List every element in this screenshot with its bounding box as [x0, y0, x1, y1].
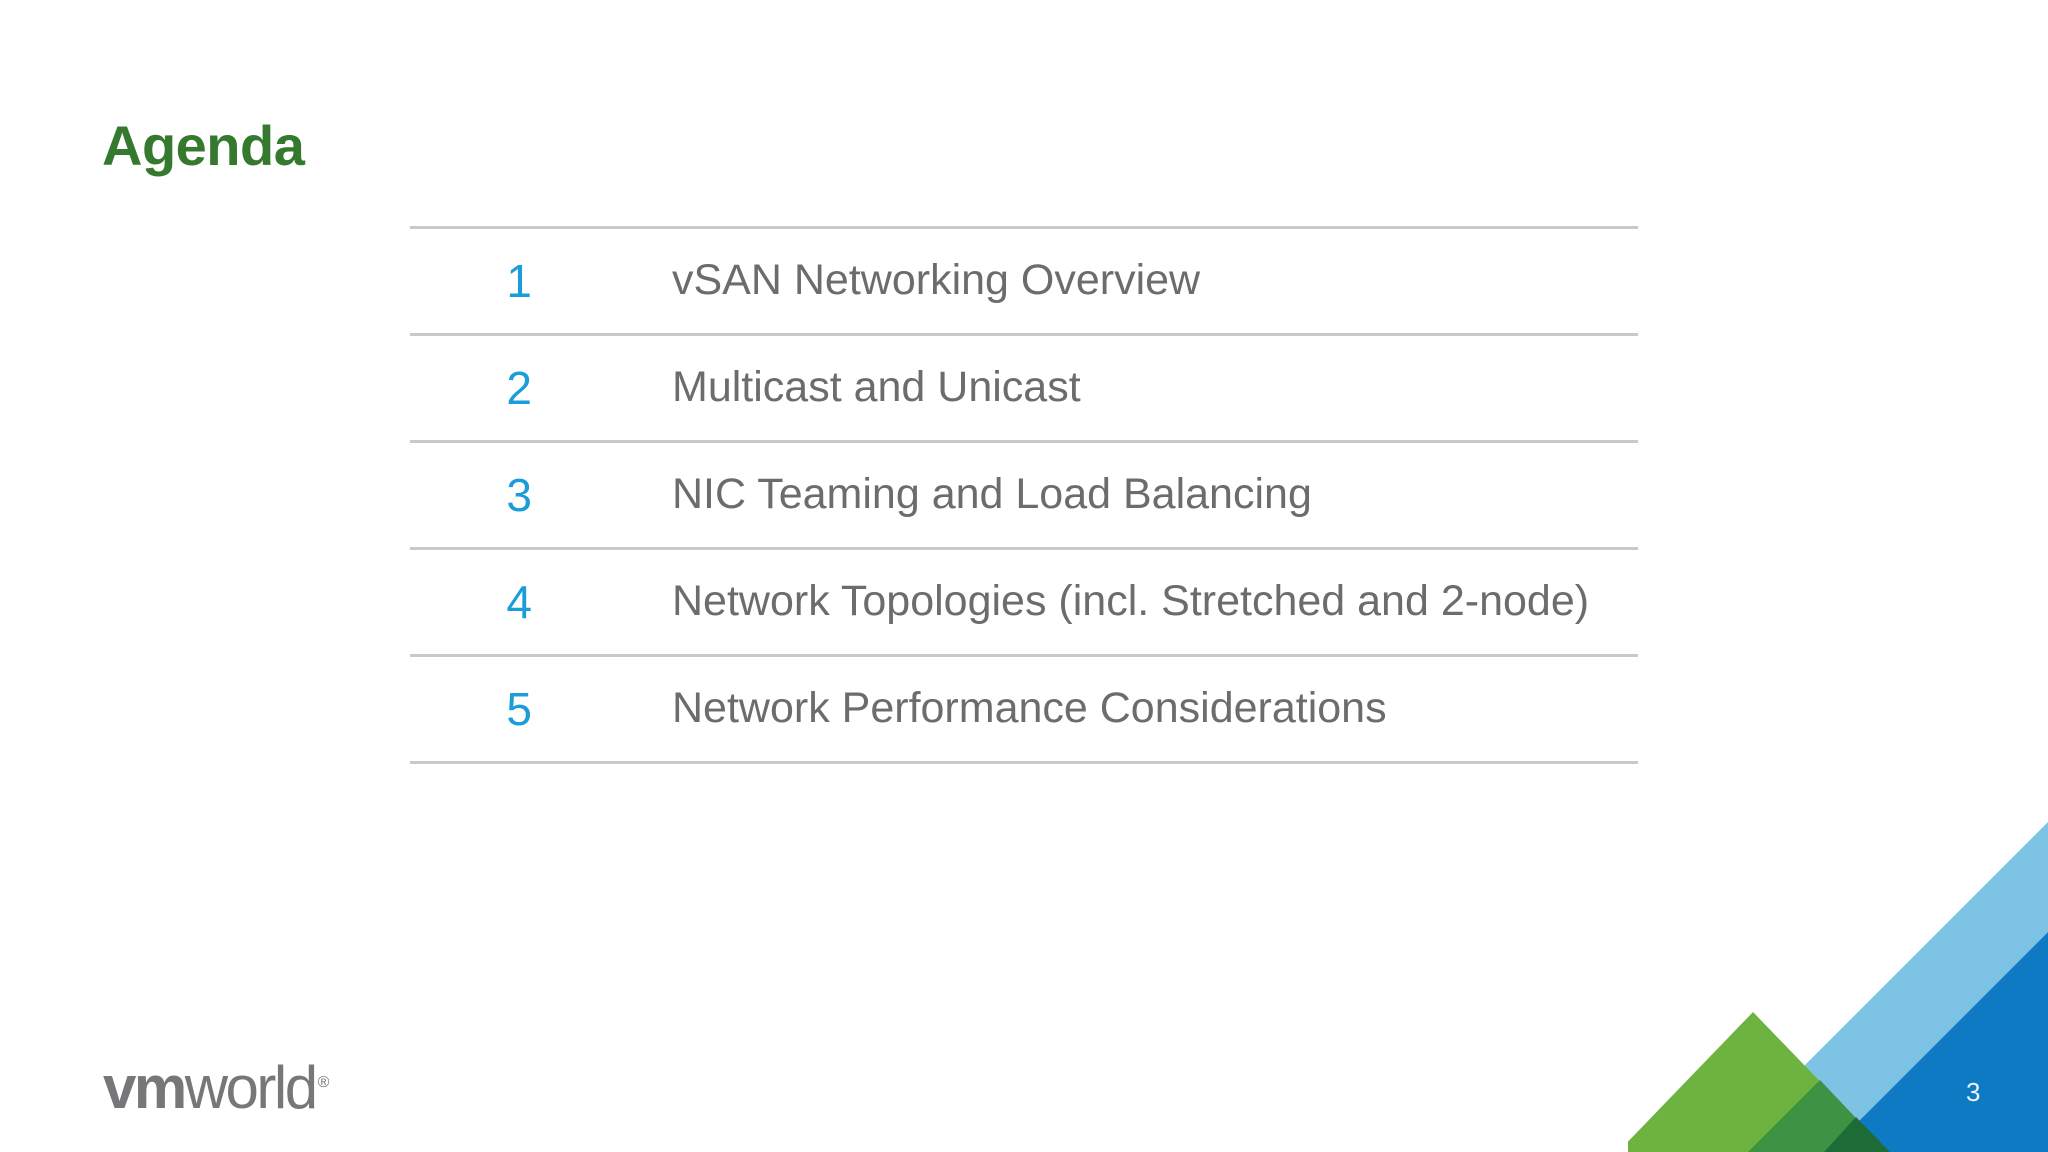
vmworld-logo-world: world [184, 1054, 318, 1121]
agenda-list: 1 vSAN Networking Overview 2 Multicast a… [410, 226, 1638, 764]
registered-trademark-icon: ® [317, 1074, 330, 1091]
agenda-divider [410, 654, 1638, 657]
agenda-item-1[interactable]: 1 vSAN Networking Overview [410, 229, 1638, 333]
agenda-item-number: 3 [506, 469, 532, 521]
page-title: Agenda [102, 114, 305, 177]
agenda-item-label: NIC Teaming and Load Balancing [672, 470, 1312, 519]
agenda-item-label: Network Topologies (incl. Stretched and … [672, 577, 1590, 626]
agenda-item-label: Network Performance Considerations [672, 684, 1387, 733]
agenda-item-label: vSAN Networking Overview [672, 256, 1201, 305]
agenda-item-number: 1 [506, 255, 532, 307]
agenda-item-label: Multicast and Unicast [672, 363, 1081, 412]
agenda-item-5[interactable]: 5 Network Performance Considerations [410, 657, 1638, 761]
agenda-item-number: 5 [506, 683, 532, 735]
agenda-item-3[interactable]: 3 NIC Teaming and Load Balancing [410, 443, 1638, 547]
vmworld-logo-vm: vm [103, 1054, 187, 1121]
vmworld-logo: vmworld® [103, 1058, 329, 1118]
corner-triangles-decoration [1628, 822, 2048, 1152]
agenda-divider [410, 547, 1638, 550]
page-number: 3 [1966, 1077, 1981, 1107]
agenda-divider [410, 761, 1638, 764]
agenda-divider [410, 226, 1638, 229]
agenda-divider [410, 333, 1638, 336]
agenda-item-4[interactable]: 4 Network Topologies (incl. Stretched an… [410, 550, 1638, 654]
agenda-divider [410, 440, 1638, 443]
agenda-item-2[interactable]: 2 Multicast and Unicast [410, 336, 1638, 440]
agenda-item-number: 2 [506, 362, 532, 414]
agenda-item-number: 4 [506, 576, 532, 628]
